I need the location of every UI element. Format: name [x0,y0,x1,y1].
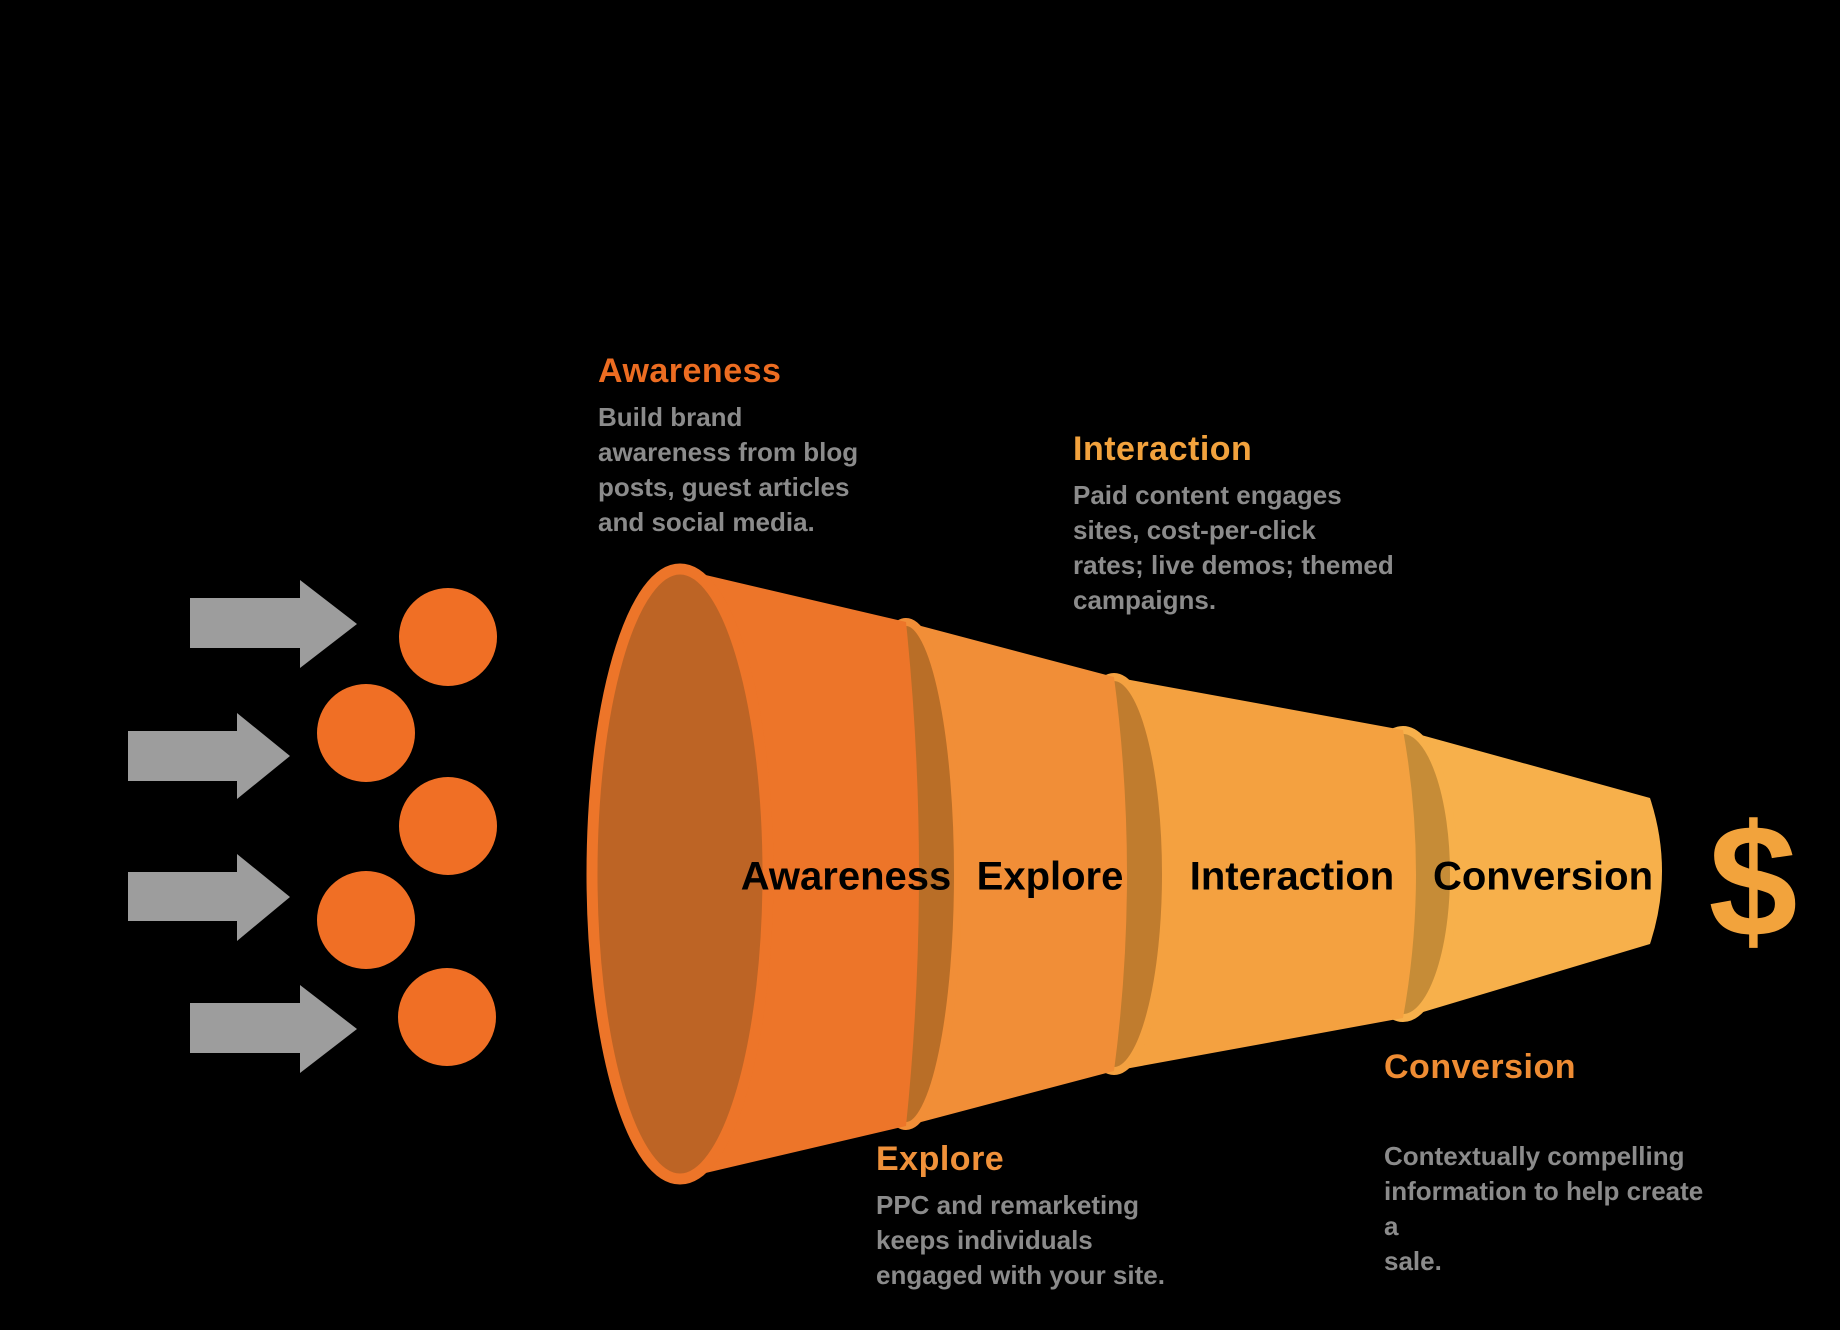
dollar-sign: $ [1708,791,1798,970]
funnel-segment-interaction [1114,677,1416,1071]
input-arrow-1 [190,580,357,668]
funnel-stage-label-awareness: Awareness [740,854,952,899]
awareness-annotation-body: Build brand awareness from blog posts, g… [598,402,859,537]
audience-dot-4 [317,871,415,969]
interaction-annotation-heading: Interaction [1073,430,1253,468]
funnel-stage-label-conversion: Conversion [1432,854,1654,899]
conversion-annotation-heading: Conversion [1384,1048,1577,1086]
funnel-mouth-ellipse [586,563,774,1185]
explore-annotation-heading: Explore [876,1140,1005,1178]
interaction-annotation: Interaction Paid content engages sites, … [1073,430,1403,618]
funnel-stage-label-interaction: Interaction [1189,854,1395,899]
audience-dot-5 [398,968,496,1066]
interaction-annotation-body: Paid content engages sites, cost-per-cli… [1073,480,1394,615]
input-arrow-3 [128,854,290,941]
conversion-annotation: Conversion Contextually compelling infor… [1384,1048,1714,1279]
explore-annotation: Explore PPC and remarketing keeps indivi… [876,1140,1206,1293]
funnel-segment-explore [906,622,1127,1126]
explore-annotation-body: PPC and remarketing keeps individuals en… [876,1190,1165,1290]
input-arrow-2 [128,713,290,799]
funnel-stage-label-explore: Explore [976,854,1124,899]
awareness-annotation-heading: Awareness [598,352,782,390]
awareness-annotation: Awareness Build brand awareness from blo… [598,352,928,540]
funnel-segment-conversion [1403,730,1662,1018]
audience-dot-1 [399,588,497,686]
conversion-annotation-body: Contextually compelling information to h… [1384,1141,1704,1276]
input-arrow-4 [190,985,357,1073]
audience-dot-3 [399,777,497,875]
audience-dot-2 [317,684,415,782]
